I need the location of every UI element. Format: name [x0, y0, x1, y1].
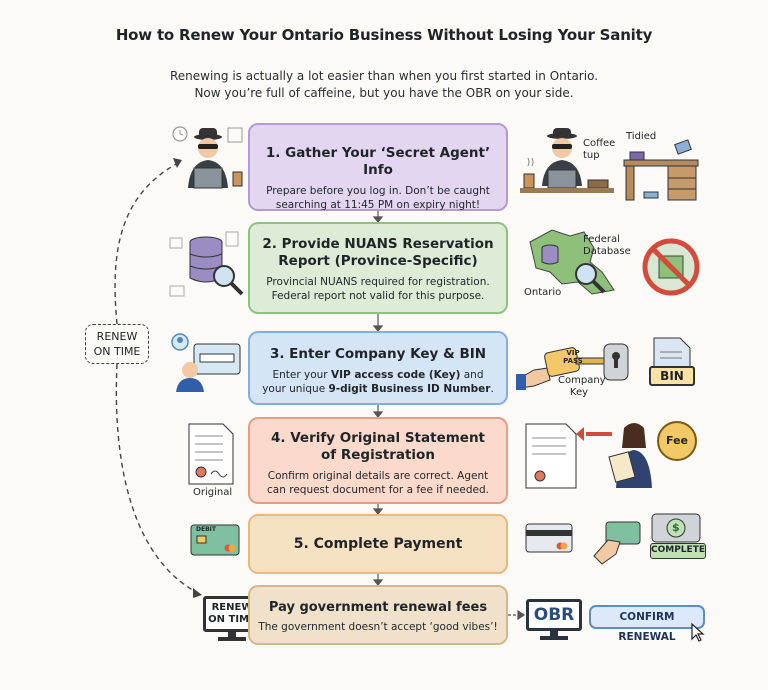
vip-pass-label: VIP PASS	[563, 349, 583, 365]
step-4-box: 4. Verify Original Statement of Registra…	[248, 417, 508, 504]
subtitle-line: Renewing is actually a lot easier than w…	[169, 69, 599, 83]
ontario-label: Ontario	[524, 287, 562, 298]
step-heading: 4. Verify Original Statement of Registra…	[250, 430, 506, 464]
step-5-box: 5. Complete Payment	[248, 514, 508, 574]
label-line: Key	[569, 387, 589, 398]
label-line: PASS	[563, 357, 583, 365]
label-line: tup	[583, 150, 600, 161]
desc-bold: VIP access code (Key)	[330, 369, 461, 381]
desc-line: Prepare before you log in. Don’t be caug…	[266, 185, 490, 197]
hand-key-icon	[516, 343, 629, 390]
heading-line: of Registration	[321, 447, 435, 463]
step-6-box: Pay government renewal fees The governme…	[248, 585, 508, 645]
desc-line: can request document for a fee if needed…	[267, 484, 489, 496]
monitor-stand-icon	[218, 631, 246, 641]
desc-line: your unique 9-digit Business ID Number.	[250, 382, 506, 396]
heading-line: Report (Province-Specific)	[278, 253, 478, 269]
complete-tag: COMPLETE	[650, 543, 706, 559]
prohibited-icon	[642, 238, 700, 296]
confirm-renewal-button[interactable]: CONFIRM RENEWAL	[589, 605, 705, 643]
page-subtitle: Renewing is actually a lot easier than w…	[0, 68, 768, 102]
desc-bold: 9-digit Business ID Number	[328, 383, 491, 395]
debit-label: DEBIT	[196, 526, 216, 533]
monitor-line: ON TIME	[208, 614, 256, 625]
step-description: The government doesn’t accept ‘good vibe…	[258, 621, 498, 633]
desc-line: Provincial NUANS required for registrati…	[266, 276, 490, 288]
badge-line: RENEW	[96, 330, 138, 343]
step-description: Enter your VIP access code (Key) and you…	[250, 368, 506, 396]
secret-agent-laptop-icon	[172, 126, 243, 189]
label-line: Company	[558, 375, 606, 386]
company-key-label: Company Key	[558, 375, 606, 399]
obr-screen: OBR	[526, 599, 582, 631]
dollar-label: $	[672, 521, 680, 534]
agent-at-desk-icon	[520, 128, 614, 193]
desc-line: Enter your VIP access code (Key) and	[250, 368, 506, 382]
step-heading: 1. Gather Your ‘Secret Agent’ Info	[265, 145, 491, 178]
monitor-line: RENEW	[211, 602, 253, 613]
desc-text: .	[490, 383, 494, 395]
label-line: VIP	[566, 349, 580, 357]
cursor-icon	[691, 622, 705, 642]
coffee-tup-label: Coffee tup	[583, 138, 615, 162]
original-label: Original	[193, 487, 233, 498]
label-line: Federal	[583, 234, 620, 245]
cards-payment-icon	[525, 513, 701, 565]
step-description: Provincial NUANS required for registrati…	[250, 275, 506, 303]
step-heading: 2. Provide NUANS Reservation Report (Pro…	[250, 236, 506, 270]
label-line: Coffee	[583, 138, 616, 149]
step-heading: 3. Enter Company Key & BIN	[269, 346, 487, 362]
step-description: Prepare before you log in. Don’t be caug…	[250, 184, 506, 212]
bin-tag: BIN	[649, 366, 695, 386]
desc-line: Federal report not valid for this purpos…	[271, 290, 485, 302]
step-heading: Pay government renewal fees	[268, 600, 488, 615]
step-1-box: 1. Gather Your ‘Secret Agent’ Info Prepa…	[248, 123, 508, 211]
label-line: Database	[583, 246, 631, 257]
desc-text: and	[460, 369, 484, 381]
heading-line: 4. Verify Original Statement	[270, 430, 486, 446]
fee-seal: Fee	[657, 421, 697, 461]
user-login-screen-icon	[171, 333, 241, 392]
desc-text: Enter your	[272, 369, 331, 381]
subtitle-line: Now you’re full of caffeine, but you hav…	[194, 86, 574, 100]
agent-clipboard-icon	[525, 423, 652, 489]
step-description: Confirm original details are correct. Ag…	[250, 469, 506, 497]
obr-stand-icon	[540, 630, 568, 640]
step-2-box: 2. Provide NUANS Reservation Report (Pro…	[248, 222, 508, 314]
step-heading: 5. Complete Payment	[293, 536, 463, 552]
step-3-box: 3. Enter Company Key & BIN Enter your VI…	[248, 331, 508, 405]
debit-card-icon	[190, 524, 240, 556]
desc-text: your unique	[262, 383, 329, 395]
original-certificate-icon	[188, 423, 234, 485]
tidy-desk-icon	[623, 139, 699, 201]
ontario-map-icon	[529, 229, 615, 295]
heading-line: 2. Provide NUANS Reservation	[262, 236, 494, 252]
desc-line: Confirm original details are correct. Ag…	[267, 470, 489, 482]
database-search-icon	[169, 231, 244, 297]
tidied-label: Tidied	[626, 131, 657, 142]
badge-line: ON TIME	[93, 345, 141, 358]
desc-line: searching at 11:45 PM on expiry night!	[275, 199, 481, 211]
renew-on-time-badge: RENEW ON TIME	[85, 324, 149, 364]
page-title: How to Renew Your Ontario Business Witho…	[115, 26, 653, 44]
federal-database-label: Federal Database	[583, 234, 631, 258]
